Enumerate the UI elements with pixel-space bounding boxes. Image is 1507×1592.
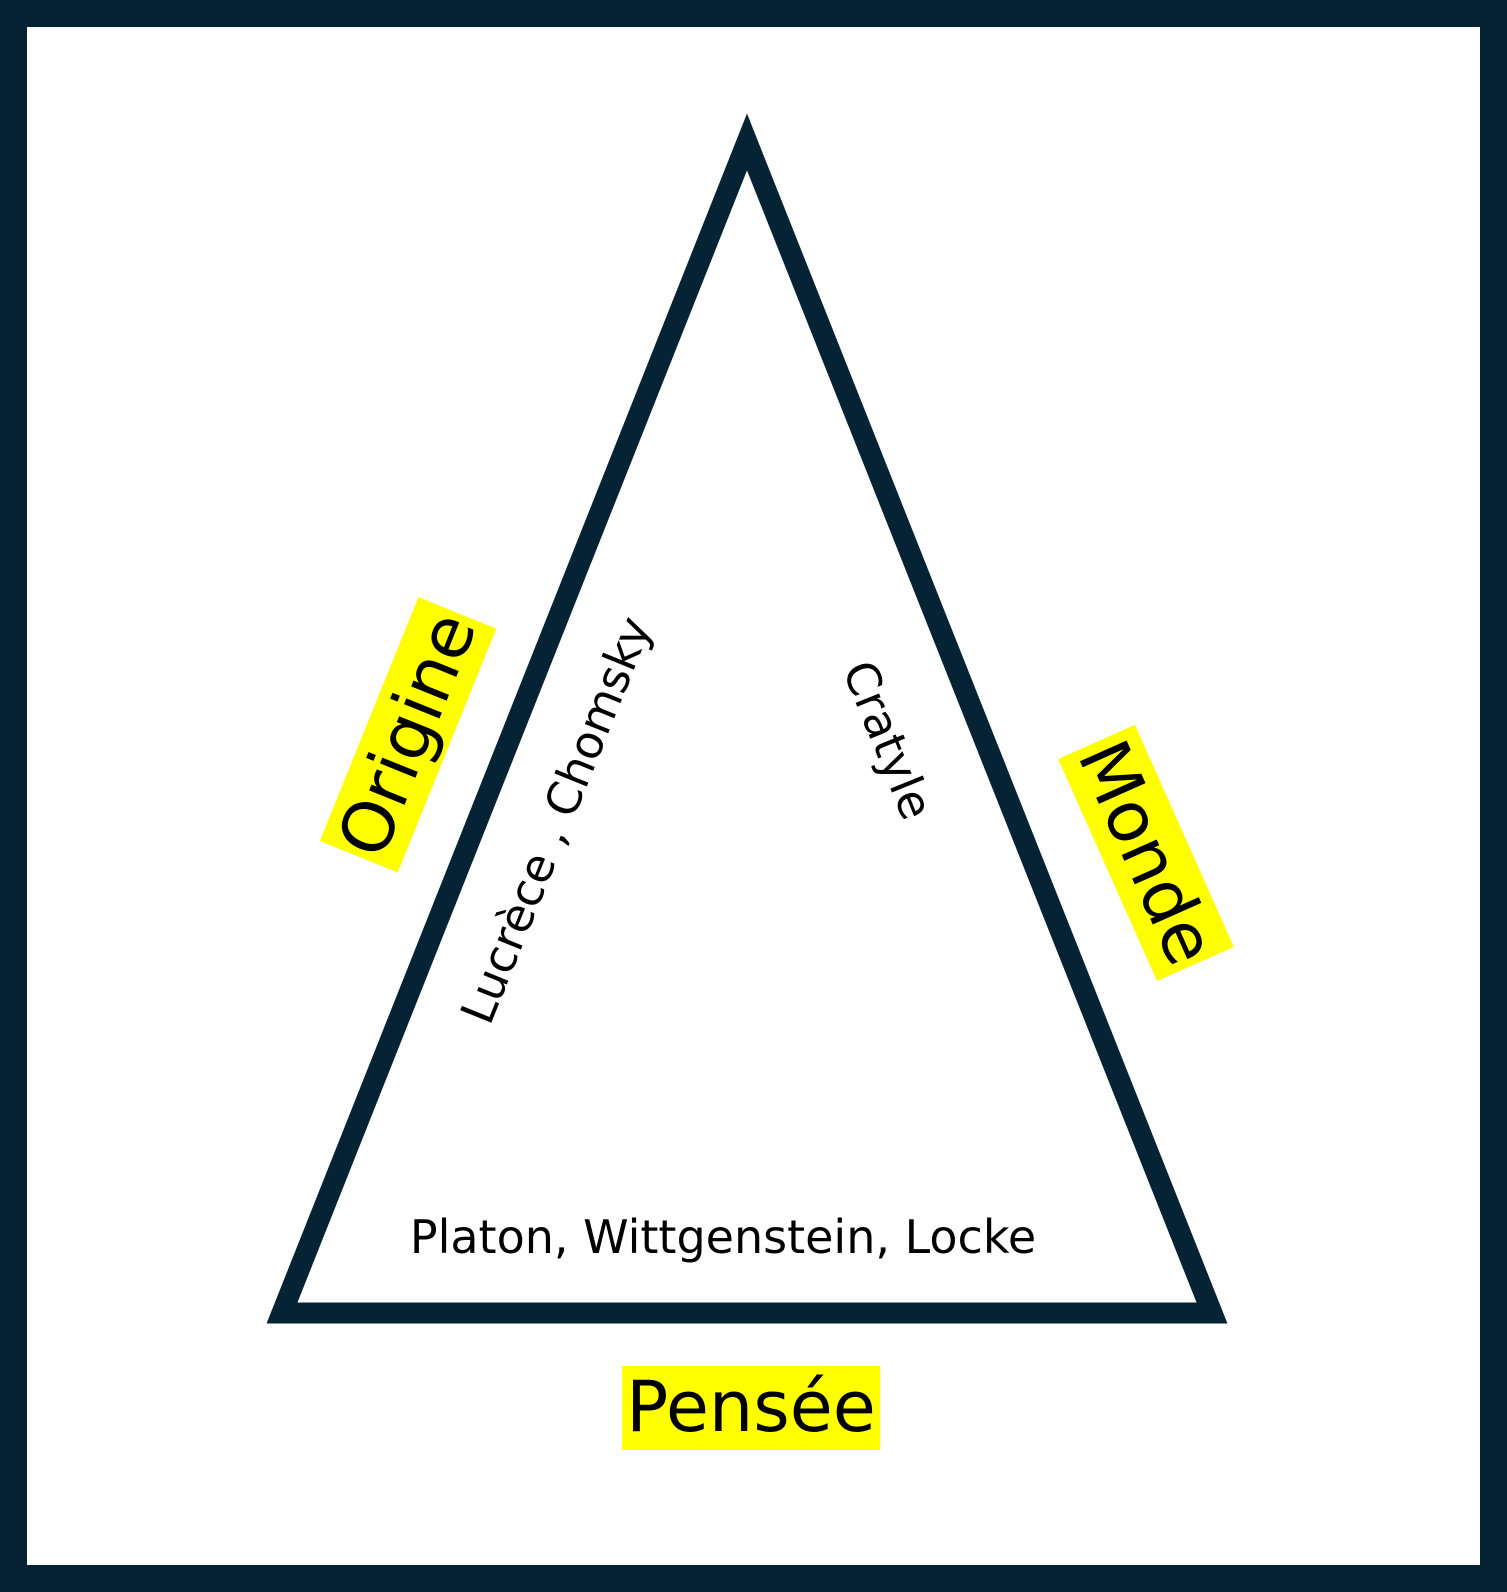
triangle-shape bbox=[266, 113, 1228, 1324]
label-pensee: Pensée bbox=[622, 1366, 880, 1450]
label-platon-wittgenstein-locke: Platon, Wittgenstein, Locke bbox=[409, 1210, 1037, 1264]
